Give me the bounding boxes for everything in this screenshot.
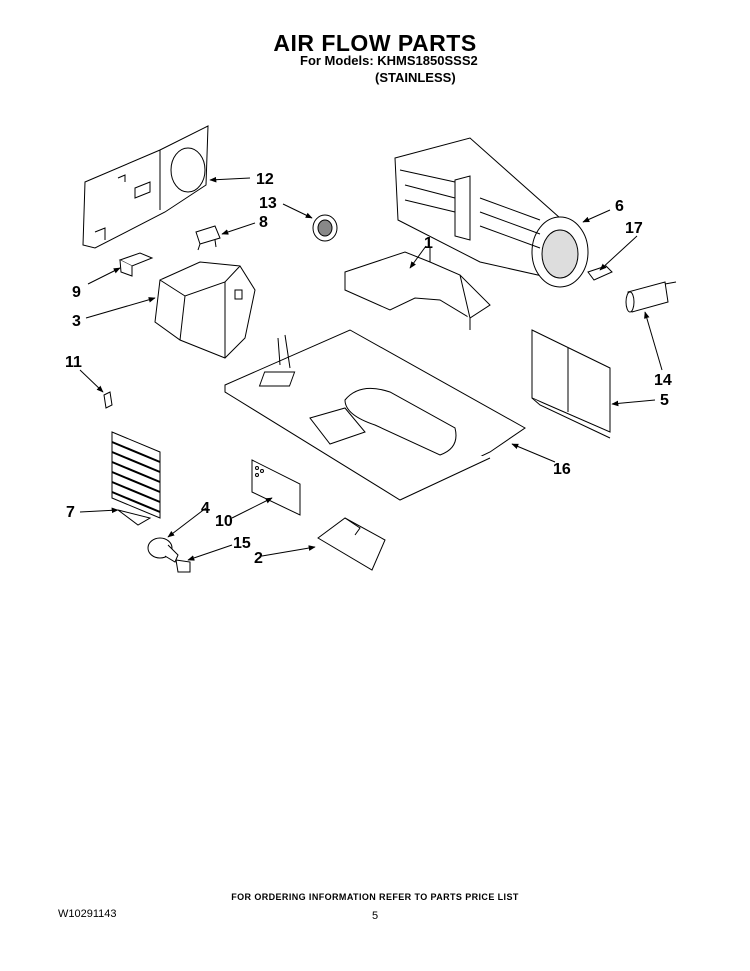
callout-8: 8 [259,214,268,231]
part-12-bracket [82,125,209,249]
part-13-sensor [312,214,338,242]
callout-13: 13 [259,195,277,212]
callout-15: 15 [233,535,251,552]
part-5-rear-panel [531,329,611,439]
callout-1: 1 [424,235,433,252]
page-number: 5 [372,910,379,922]
callout-7: 7 [66,504,75,521]
doc-number: W10291143 [58,908,117,920]
part-8-clip [195,225,221,251]
callout-11: 11 [65,354,82,371]
callout-4: 4 [201,500,210,517]
part-15-socket [175,559,191,573]
leader-lines [79,176,663,561]
finish-line: (STAINLESS) [375,70,456,85]
part-3-duct [154,261,256,359]
part-14-capacitor [625,281,677,313]
callout-5: 5 [660,392,669,409]
part-11-screw [103,391,113,409]
callout-10: 10 [215,513,233,530]
callout-16: 16 [553,461,571,478]
ordering-note: FOR ORDERING INFORMATION REFER TO PARTS … [231,892,519,902]
page-title: AIR FLOW PARTS [273,30,477,56]
callout-9: 9 [72,284,81,301]
callout-12: 12 [256,171,274,188]
part-9-bracket [118,252,154,277]
part-10-filter [251,459,301,516]
callout-2: 2 [254,550,263,567]
part-16-base-plate [224,329,526,501]
part-4-lamp [147,537,179,563]
part-1-guide [344,248,491,330]
part-2-damper [317,517,386,571]
part-6-blower [394,137,589,288]
models-line: For Models: KHMS1850SSS2 [300,53,478,68]
callout-14: 14 [654,372,672,389]
part-17-grommet [587,265,613,281]
callout-17: 17 [625,220,643,237]
callout-3: 3 [72,313,81,330]
callout-labels: 12 13 8 9 3 11 6 17 1 14 5 16 7 4 10 15 … [65,171,672,567]
part-7-grille [111,431,161,526]
callout-6: 6 [615,198,624,215]
